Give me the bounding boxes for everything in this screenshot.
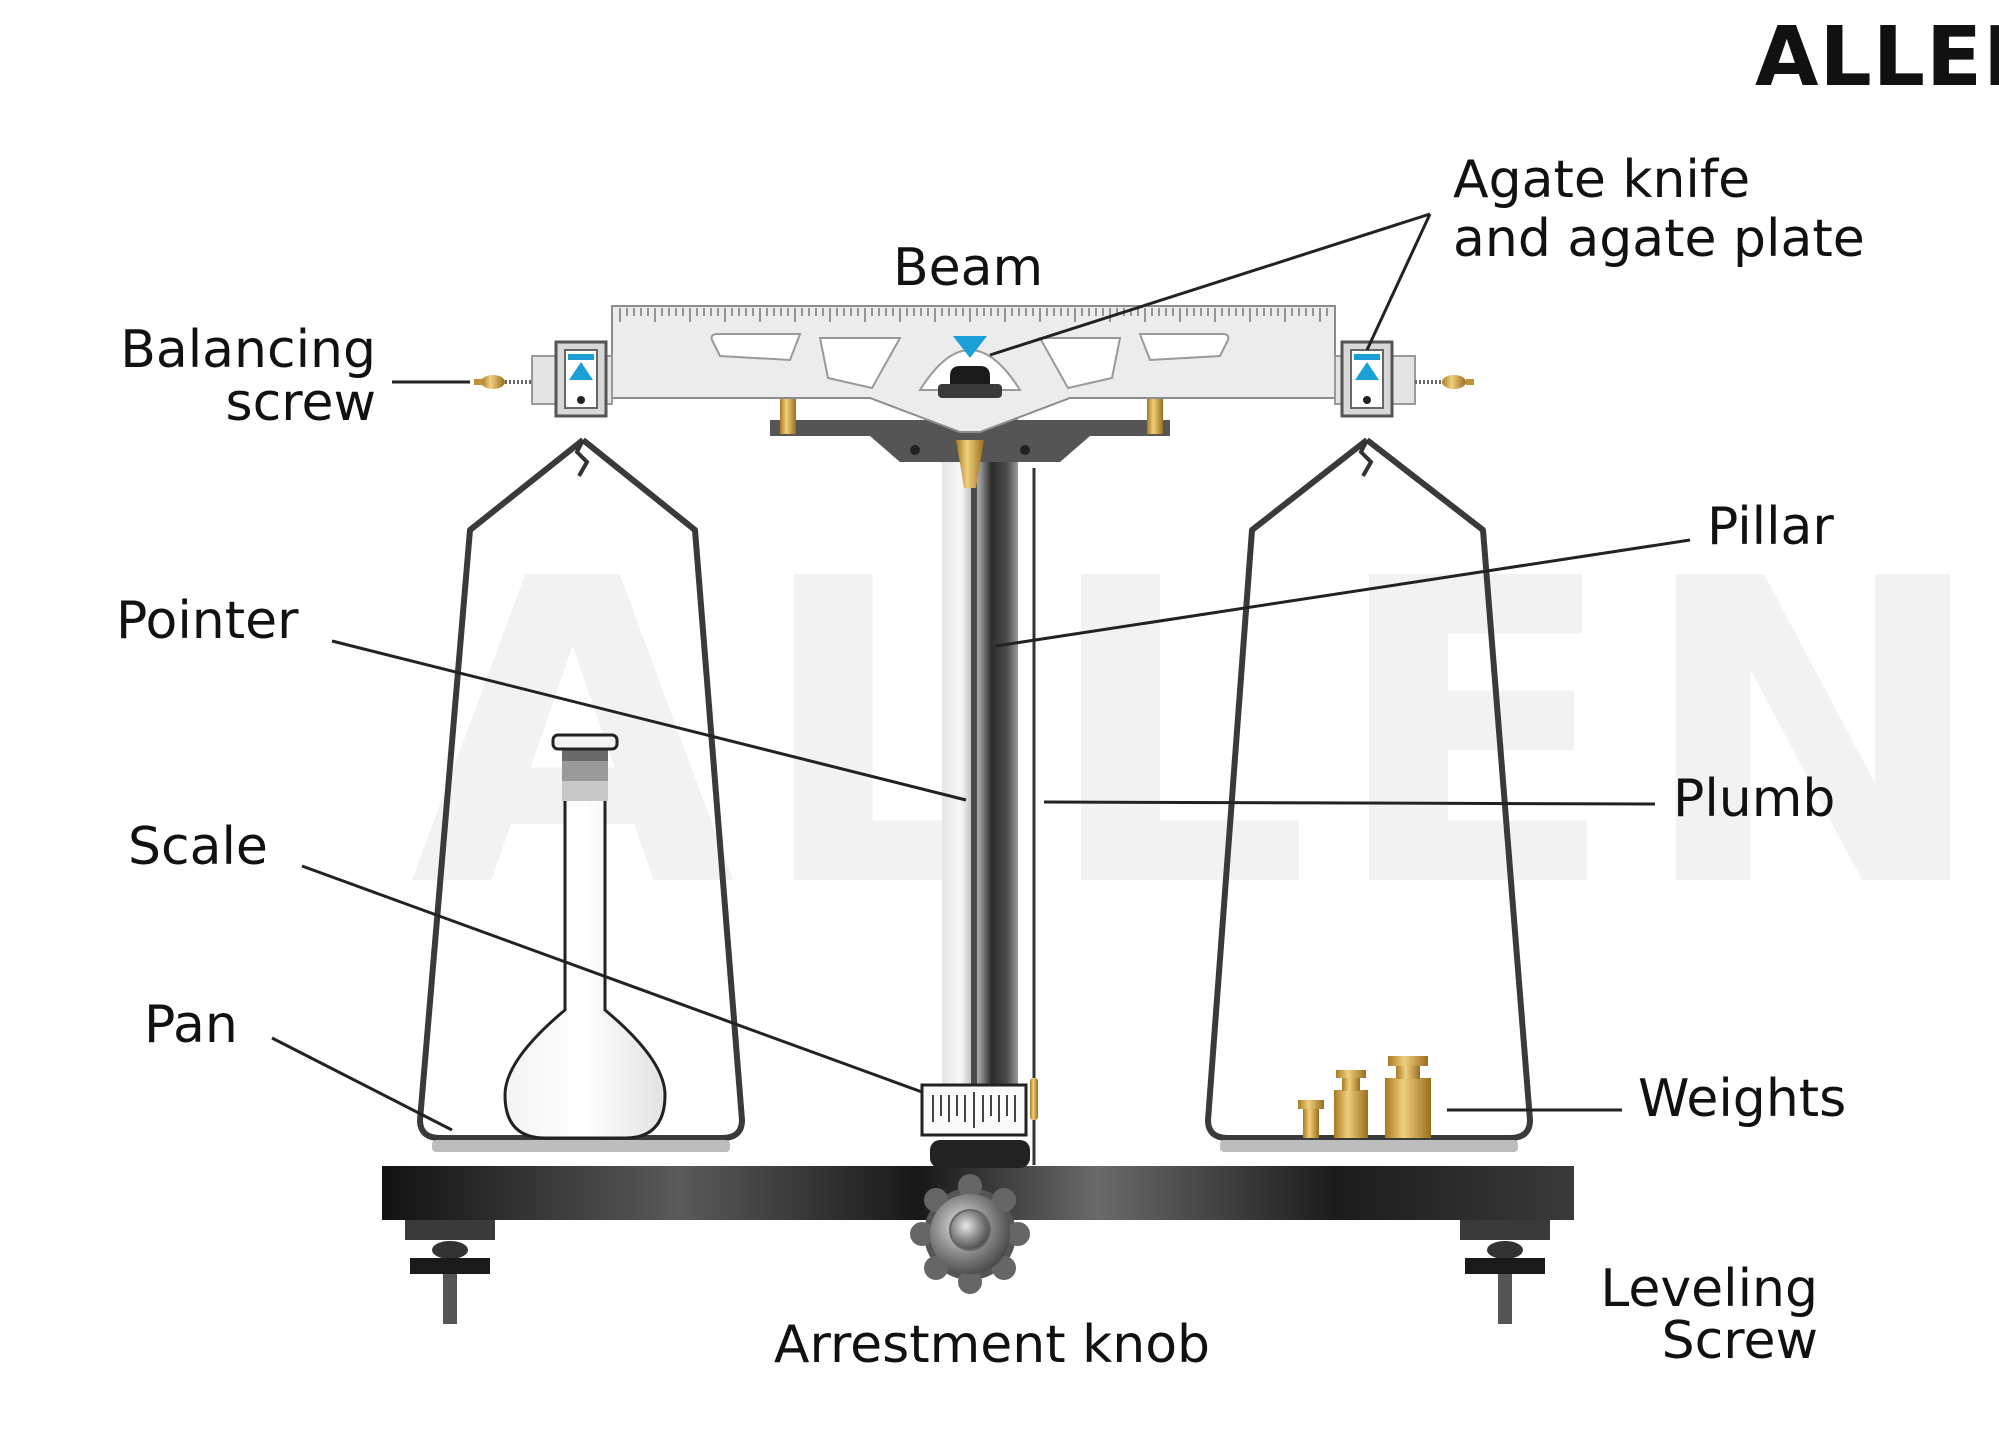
label-leveling-line2: Screw — [1662, 1311, 1818, 1371]
label-leveling-line1: Leveling — [1600, 1259, 1818, 1319]
left-pan — [432, 1140, 730, 1152]
right-stirrup — [1340, 340, 1394, 418]
left-stirrup — [554, 340, 608, 418]
label-plumb: Plumb — [1673, 769, 1835, 829]
weights-icon — [1298, 1056, 1431, 1138]
label-weights: Weights — [1638, 1069, 1846, 1129]
label-agate-line1: Agate knife — [1453, 150, 1750, 210]
label-balancing-line2: screw — [226, 373, 376, 433]
leader-lines — [271, 212, 1691, 1132]
agate-knife-center — [938, 336, 1002, 398]
label-arrestment-knob: Arrestment knob — [774, 1315, 1210, 1375]
right-pan-assembly — [1205, 437, 1533, 1152]
label-pan: Pan — [144, 995, 238, 1055]
label-pointer: Pointer — [116, 591, 299, 651]
plumb — [1030, 468, 1038, 1165]
label-scale: Scale — [128, 817, 268, 877]
right-balancing-screw-icon — [1415, 375, 1474, 389]
label-beam: Beam — [893, 238, 1043, 298]
pillar — [930, 380, 1030, 1168]
right-pan — [1220, 1140, 1518, 1152]
label-pillar: Pillar — [1707, 497, 1834, 557]
left-balancing-screw-icon — [474, 375, 532, 389]
watermark: ALLEN — [410, 491, 1999, 980]
allen-logo: ALLEN — [1755, 10, 1999, 105]
label-balancing-line1: Balancing — [120, 320, 376, 380]
volumetric-flask-icon — [503, 733, 667, 1140]
arrestment-knob-icon — [910, 1174, 1030, 1294]
label-agate-line2: and agate plate — [1453, 209, 1865, 269]
scale — [920, 1083, 1028, 1137]
